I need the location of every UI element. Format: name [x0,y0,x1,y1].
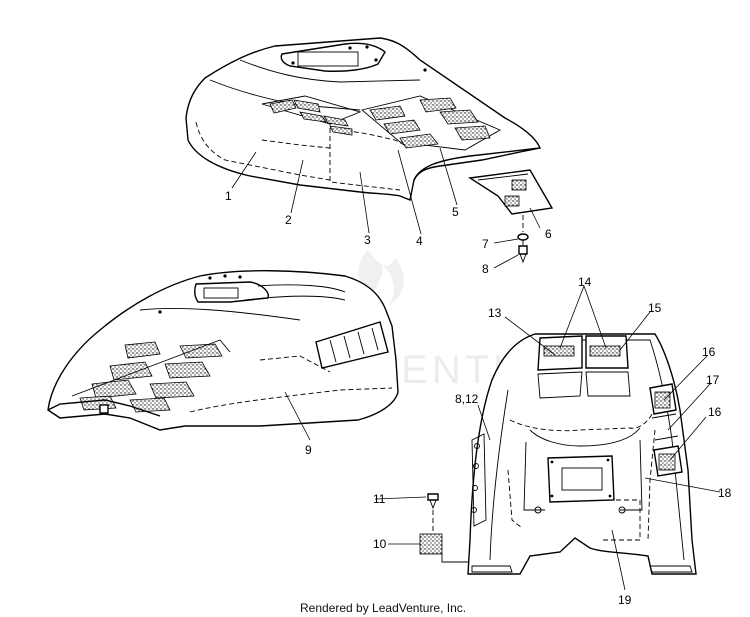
leader-line-9 [284,391,311,441]
hood-assembly-underside [419,333,697,575]
callout-16-upper: 16 [702,345,716,359]
hood-assembly-middle [47,270,399,431]
callout-9: 9 [305,443,312,457]
leader-lines-underside [374,285,721,591]
callout-16-lower: 16 [708,405,722,419]
callout-15: 15 [648,301,662,315]
callout-10: 10 [373,537,387,551]
callout-labels: 1 2 3 4 5 6 7 8 9 10 11 8,12 13 14 15 16… [225,189,732,607]
callout-7: 7 [482,237,489,251]
callout-8: 8 [482,262,489,276]
callout-13: 13 [488,306,502,320]
callout-6: 6 [545,227,552,241]
hood-assembly-top [185,37,554,264]
callout-1: 1 [225,189,232,203]
callout-14: 14 [578,275,592,289]
callout-17: 17 [706,373,720,387]
callout-4: 4 [416,234,423,248]
callout-3: 3 [364,233,371,247]
callout-5: 5 [452,205,459,219]
callout-19: 19 [618,593,632,607]
footer-credit: Rendered by LeadVenture, Inc. [300,601,466,615]
callout-8-12: 8,12 [455,392,479,406]
callout-11: 11 [373,492,386,506]
callout-18: 18 [718,486,732,500]
leader-lines-top [231,147,541,269]
callout-2: 2 [285,213,292,227]
